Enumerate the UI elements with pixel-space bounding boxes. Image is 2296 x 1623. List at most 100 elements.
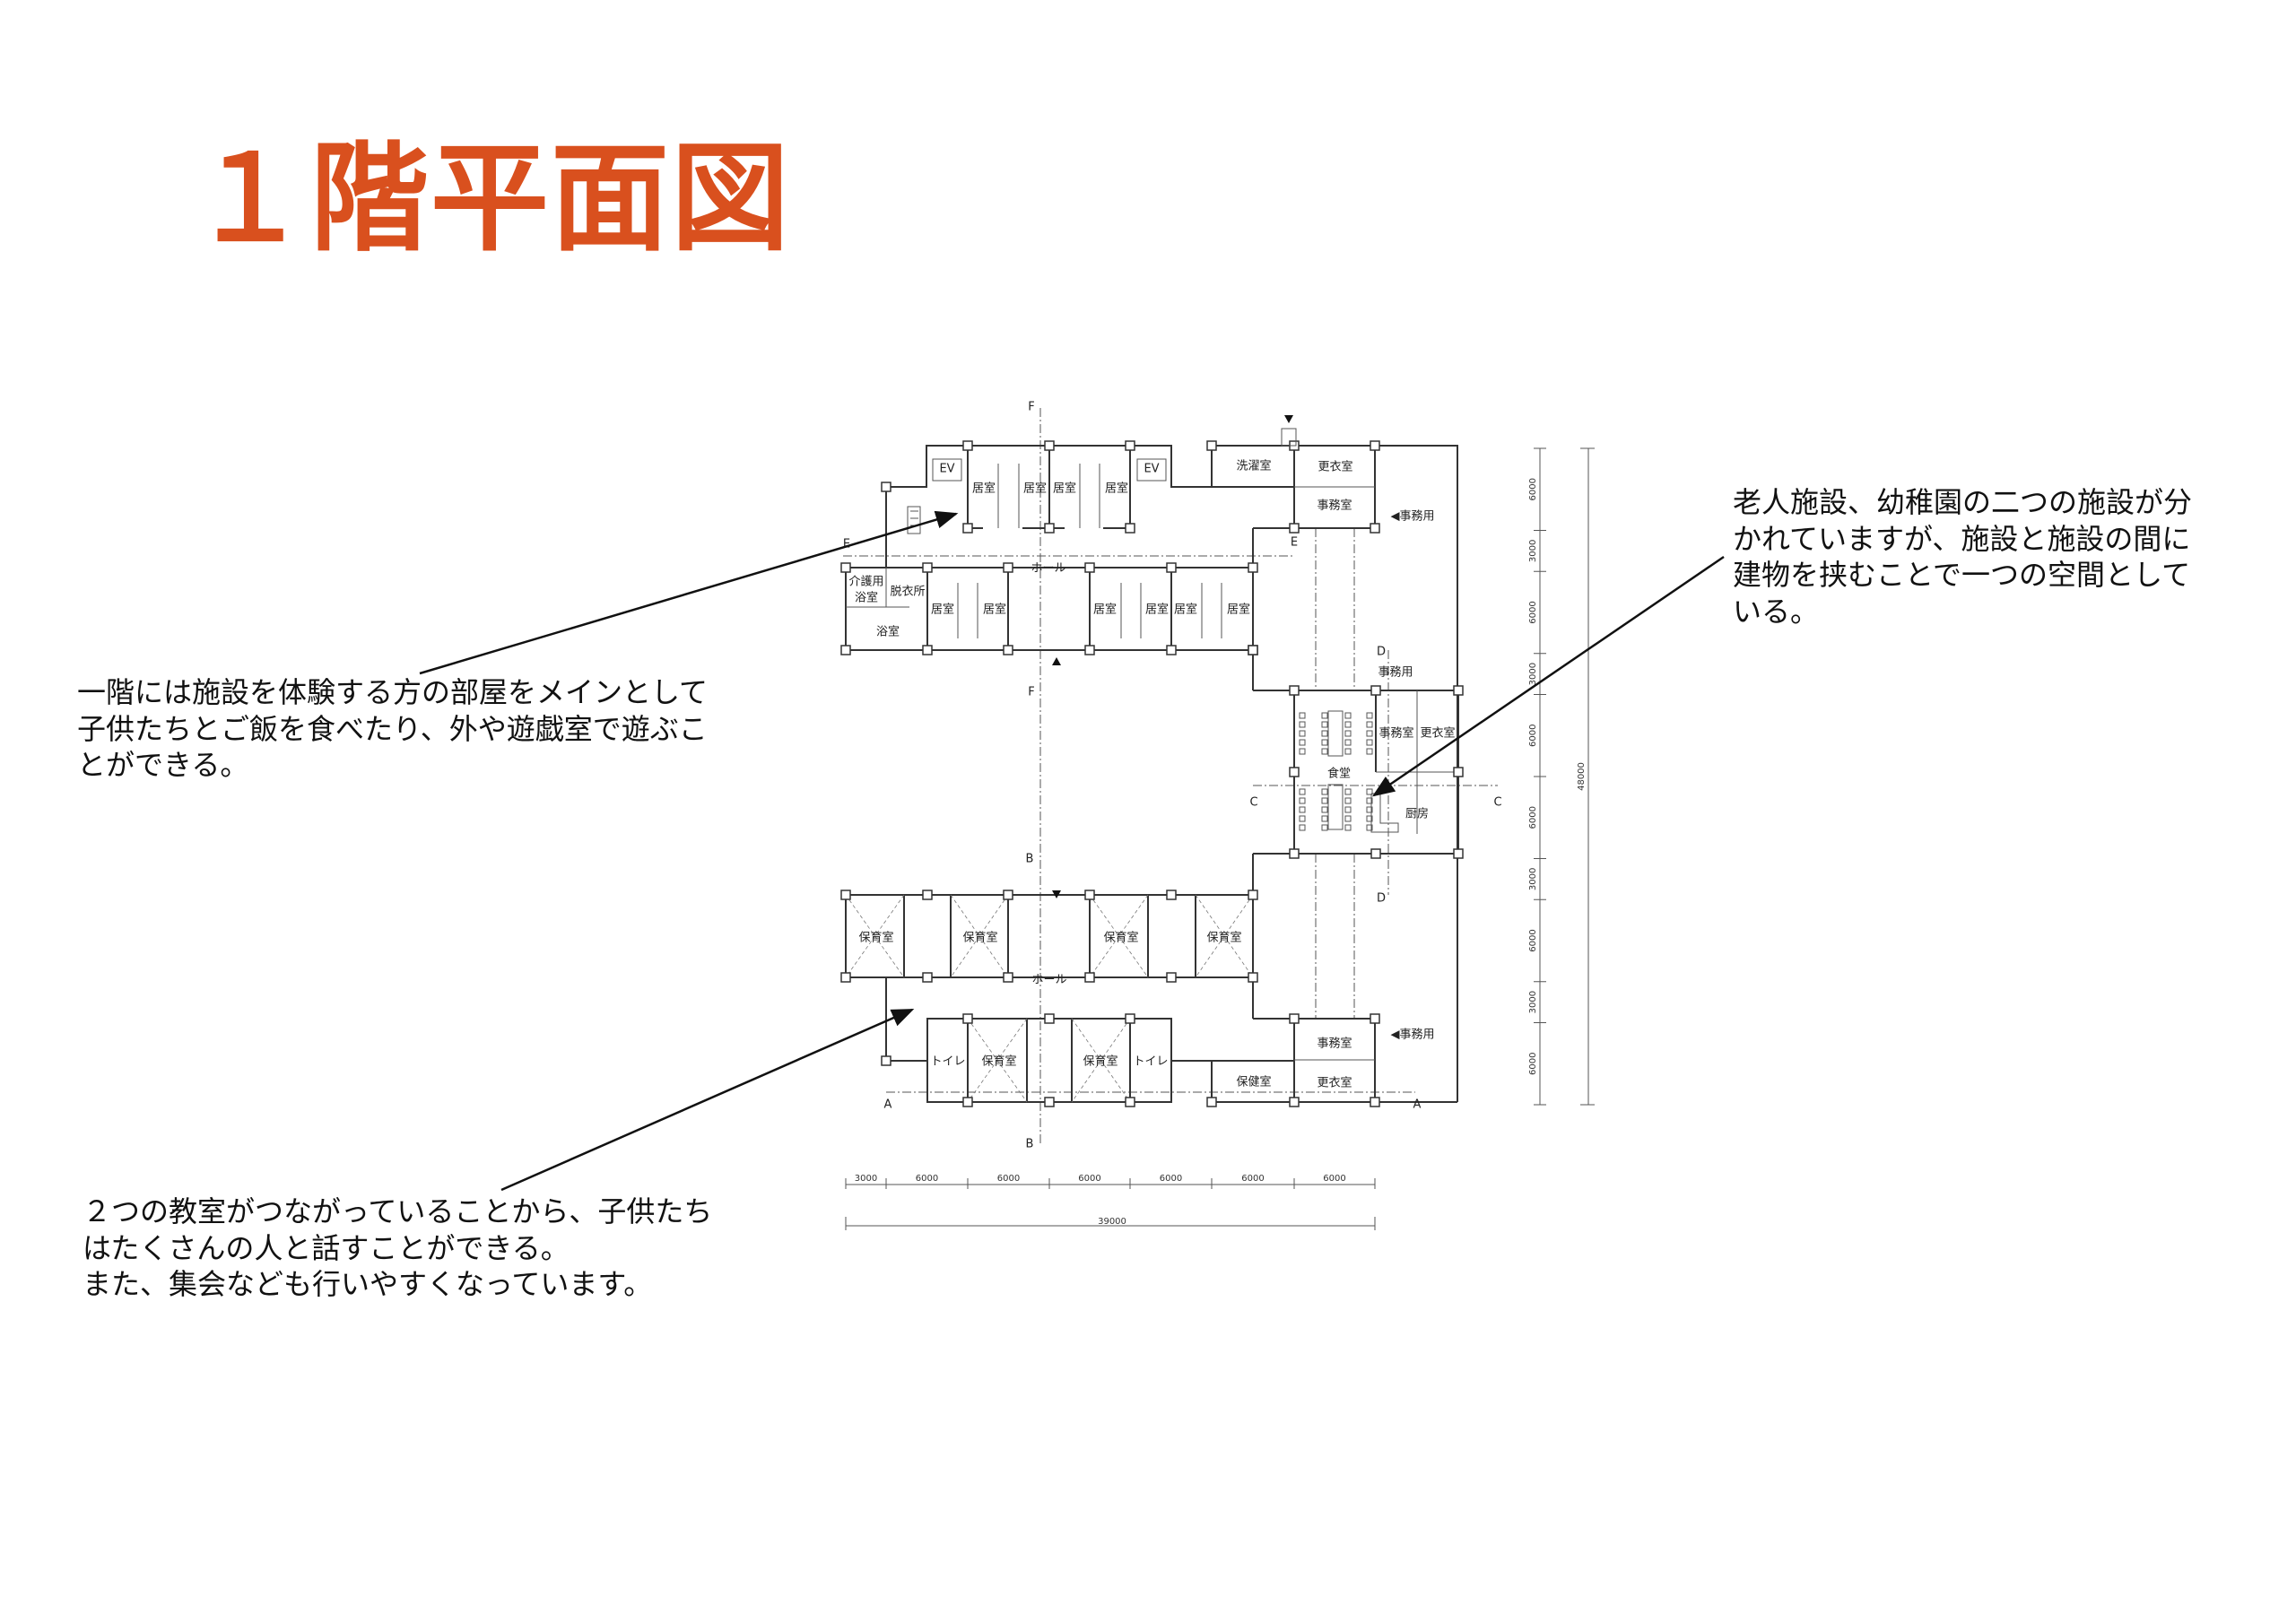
note-line: 老人施設、幼稚園の二つの施設が分 (1733, 485, 2193, 519)
room-label-locker: 更衣室 (1318, 460, 1352, 474)
label-office-entrance: ◀事務用 (1391, 1028, 1435, 1042)
dimension-label: 6000 (1528, 725, 1538, 747)
chair (1321, 824, 1328, 831)
room-label-living: 居室 (1145, 603, 1169, 617)
room-label-ev: EV (939, 463, 954, 476)
column (1125, 440, 1135, 451)
column (962, 1097, 973, 1107)
room-label-care-bath: 浴室 (855, 591, 878, 605)
dimension-label: 3000 (855, 1174, 877, 1184)
room-label-living: 居室 (1174, 603, 1197, 617)
dimension-label: 6000 (1160, 1174, 1182, 1184)
column (1044, 1097, 1055, 1107)
room-label-office: 事務室 (1317, 1037, 1352, 1051)
dimension-label: 6000 (1528, 929, 1538, 951)
label-office-entrance: 事務用 (1378, 666, 1413, 680)
column (840, 890, 851, 900)
dimension-total-width: 39000 (1098, 1217, 1126, 1227)
column (1003, 890, 1013, 900)
note-line: 子供たちとご飯を食べたり、外や遊戯室で遊ぶこ (77, 711, 708, 746)
column (881, 1055, 891, 1066)
section-mark-c: C (1249, 796, 1257, 810)
column (1289, 848, 1300, 859)
chair (1321, 748, 1328, 755)
dimension-label: 6000 (1528, 806, 1538, 829)
section-mark-f: F (1028, 401, 1034, 414)
room-label-locker: 更衣室 (1420, 726, 1455, 741)
column (1166, 890, 1177, 900)
column (840, 645, 851, 655)
column (1084, 645, 1095, 655)
column (1044, 440, 1055, 451)
room-label-living: 居室 (1093, 603, 1117, 617)
chair (1344, 712, 1352, 719)
column (1125, 1013, 1135, 1024)
chair (1344, 730, 1352, 737)
section-mark-a: A (1413, 1098, 1422, 1112)
chair (1321, 797, 1328, 804)
room-label-ev: EV (1144, 463, 1159, 476)
room-label-nursery: 保育室 (858, 931, 893, 945)
arrow-to-dining (1371, 555, 1725, 797)
chair (1321, 806, 1328, 813)
dimension-label: 6000 (1241, 1174, 1264, 1184)
column (922, 890, 933, 900)
room-label-toilet: トイレ (930, 1055, 965, 1069)
section-mark-d: D (1377, 892, 1386, 906)
dimension-label: 6000 (997, 1174, 1020, 1184)
dimension-label: 6000 (1323, 1174, 1345, 1184)
column (840, 972, 851, 983)
room-label-toilet: トイレ (1133, 1055, 1168, 1069)
chair (1321, 721, 1328, 728)
entrance-marker-icon (1284, 415, 1293, 423)
chair (1344, 788, 1352, 795)
dimension-label: 3000 (1528, 868, 1538, 890)
chair (1321, 815, 1328, 822)
chair (1299, 739, 1306, 746)
dimension-label: 3000 (1528, 663, 1538, 685)
chair (1299, 712, 1306, 719)
column (1166, 562, 1177, 573)
section-mark-e: E (843, 538, 850, 551)
column (1206, 1097, 1217, 1107)
room-label-dining: 食堂 (1327, 767, 1351, 781)
column (962, 1013, 973, 1024)
arrow-to-classrooms (500, 1008, 915, 1192)
column (1125, 1097, 1135, 1107)
room-label-locker: 更衣室 (1317, 1076, 1352, 1090)
column (922, 645, 933, 655)
room-label-living: 居室 (1227, 603, 1250, 617)
note-line: かれていますが、施設と施設の間に (1733, 521, 2191, 556)
chair (1366, 815, 1373, 822)
room-label-living: 居室 (972, 482, 996, 496)
room-label-dressing: 脱衣所 (890, 585, 925, 599)
column (1084, 890, 1095, 900)
section-mark-b: B (1026, 853, 1034, 866)
column (1206, 440, 1217, 451)
dining-tables (1299, 712, 1373, 831)
room-label-living: 居室 (1105, 482, 1128, 496)
section-marks: F F E E D D C C B B A A (843, 401, 1502, 1151)
column (881, 482, 891, 492)
section-mark-c: C (1493, 796, 1501, 810)
room-label-nursery: 保育室 (1206, 931, 1241, 945)
room-label-laundry: 洗濯室 (1236, 459, 1271, 473)
dimension-label: 6000 (1528, 1053, 1538, 1075)
note-line: ２つの教室がつながっていることから、子供たち (83, 1194, 713, 1228)
chair (1344, 748, 1352, 755)
chair (1366, 739, 1373, 746)
kindergarten-wing-walls (845, 894, 1457, 1103)
column (1370, 848, 1381, 859)
structural-columns (840, 440, 1464, 1107)
elderly-wing-walls (845, 445, 1458, 1102)
chair (1299, 748, 1306, 755)
room-label-hall: ホール (1031, 562, 1065, 576)
room-label-living: 居室 (1023, 482, 1047, 496)
room-label-bath: 浴室 (876, 625, 900, 639)
arrow-to-living-rooms (419, 510, 959, 675)
chair (1366, 712, 1373, 719)
room-label-nursery: 保育室 (1103, 931, 1138, 945)
room-label-care-bath: 介護用 (848, 575, 883, 589)
chair (1321, 730, 1328, 737)
